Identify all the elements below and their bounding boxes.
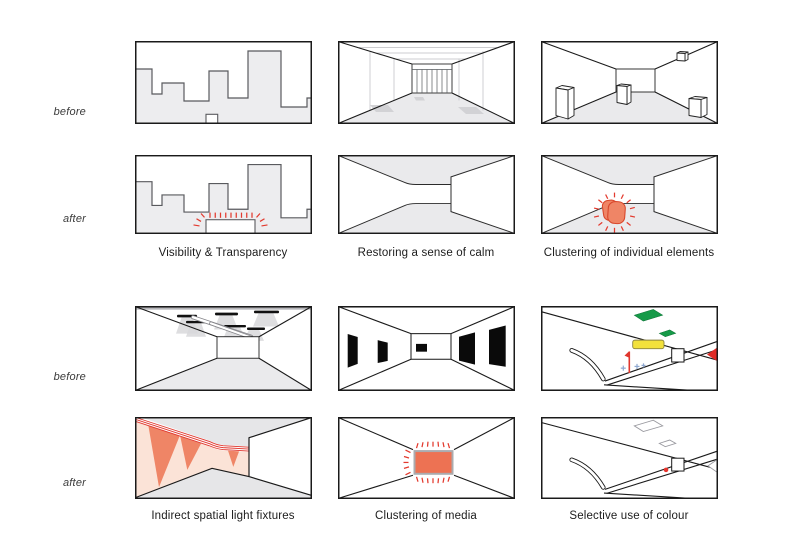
red-light-track (135, 417, 250, 452)
blue-plus-marks (620, 363, 646, 371)
glow-rays (593, 192, 636, 233)
box-center (616, 83, 632, 105)
open-entrance-shape (205, 219, 256, 234)
panel-after-calm (338, 155, 515, 234)
light-wash-triangles (148, 425, 240, 488)
clustered-blob (601, 199, 626, 225)
yellow-light-bar (632, 339, 665, 350)
glow-rays (193, 212, 268, 227)
screens (347, 325, 506, 368)
red-flag-marker (624, 351, 631, 374)
panel-before-colour (541, 306, 718, 391)
panel-after-colour (541, 417, 718, 499)
ceiling-panel-outline-large (633, 419, 664, 433)
small-door-shape (205, 113, 219, 124)
panel-after-media (338, 417, 515, 499)
panel-after-clustering (541, 155, 718, 234)
ceiling-panel-outline-small (658, 439, 677, 448)
row-label-after-1: after (62, 213, 86, 225)
row-label-after-2: after (62, 477, 86, 489)
caption-selective-colour: Selective use of colour (569, 510, 689, 522)
green-ceiling-panel-small (658, 329, 677, 338)
row-label-before-1: before (53, 106, 86, 118)
caption-clustering-media: Clustering of media (375, 510, 477, 522)
red-accent-dot (663, 467, 669, 473)
white-box (671, 457, 685, 472)
media-wall (413, 450, 454, 475)
box-right (688, 96, 708, 118)
panel-before-media (338, 306, 515, 391)
panel-before-visibility (135, 41, 312, 124)
white-box (671, 348, 685, 363)
box-left (555, 85, 575, 120)
panel-before-light-fixtures (135, 306, 312, 391)
panel-after-visibility (135, 155, 312, 234)
caption-visibility: Visibility & Transparency (158, 247, 288, 259)
row-label-before-2: before (53, 371, 86, 383)
panel-before-clustering (541, 41, 718, 124)
fixture-tubes (191, 315, 255, 341)
caption-light-fixtures: Indirect spatial light fixtures (151, 510, 295, 522)
caption-clustering-elements: Clustering of individual elements (543, 247, 715, 259)
panel-after-light-fixtures (135, 417, 312, 499)
box-wall (676, 51, 689, 62)
panel-before-calm (338, 41, 515, 124)
caption-calm: Restoring a sense of calm (357, 247, 495, 259)
glow-rays (403, 441, 451, 484)
green-ceiling-panel-large (633, 309, 664, 322)
red-triangle (707, 347, 718, 362)
